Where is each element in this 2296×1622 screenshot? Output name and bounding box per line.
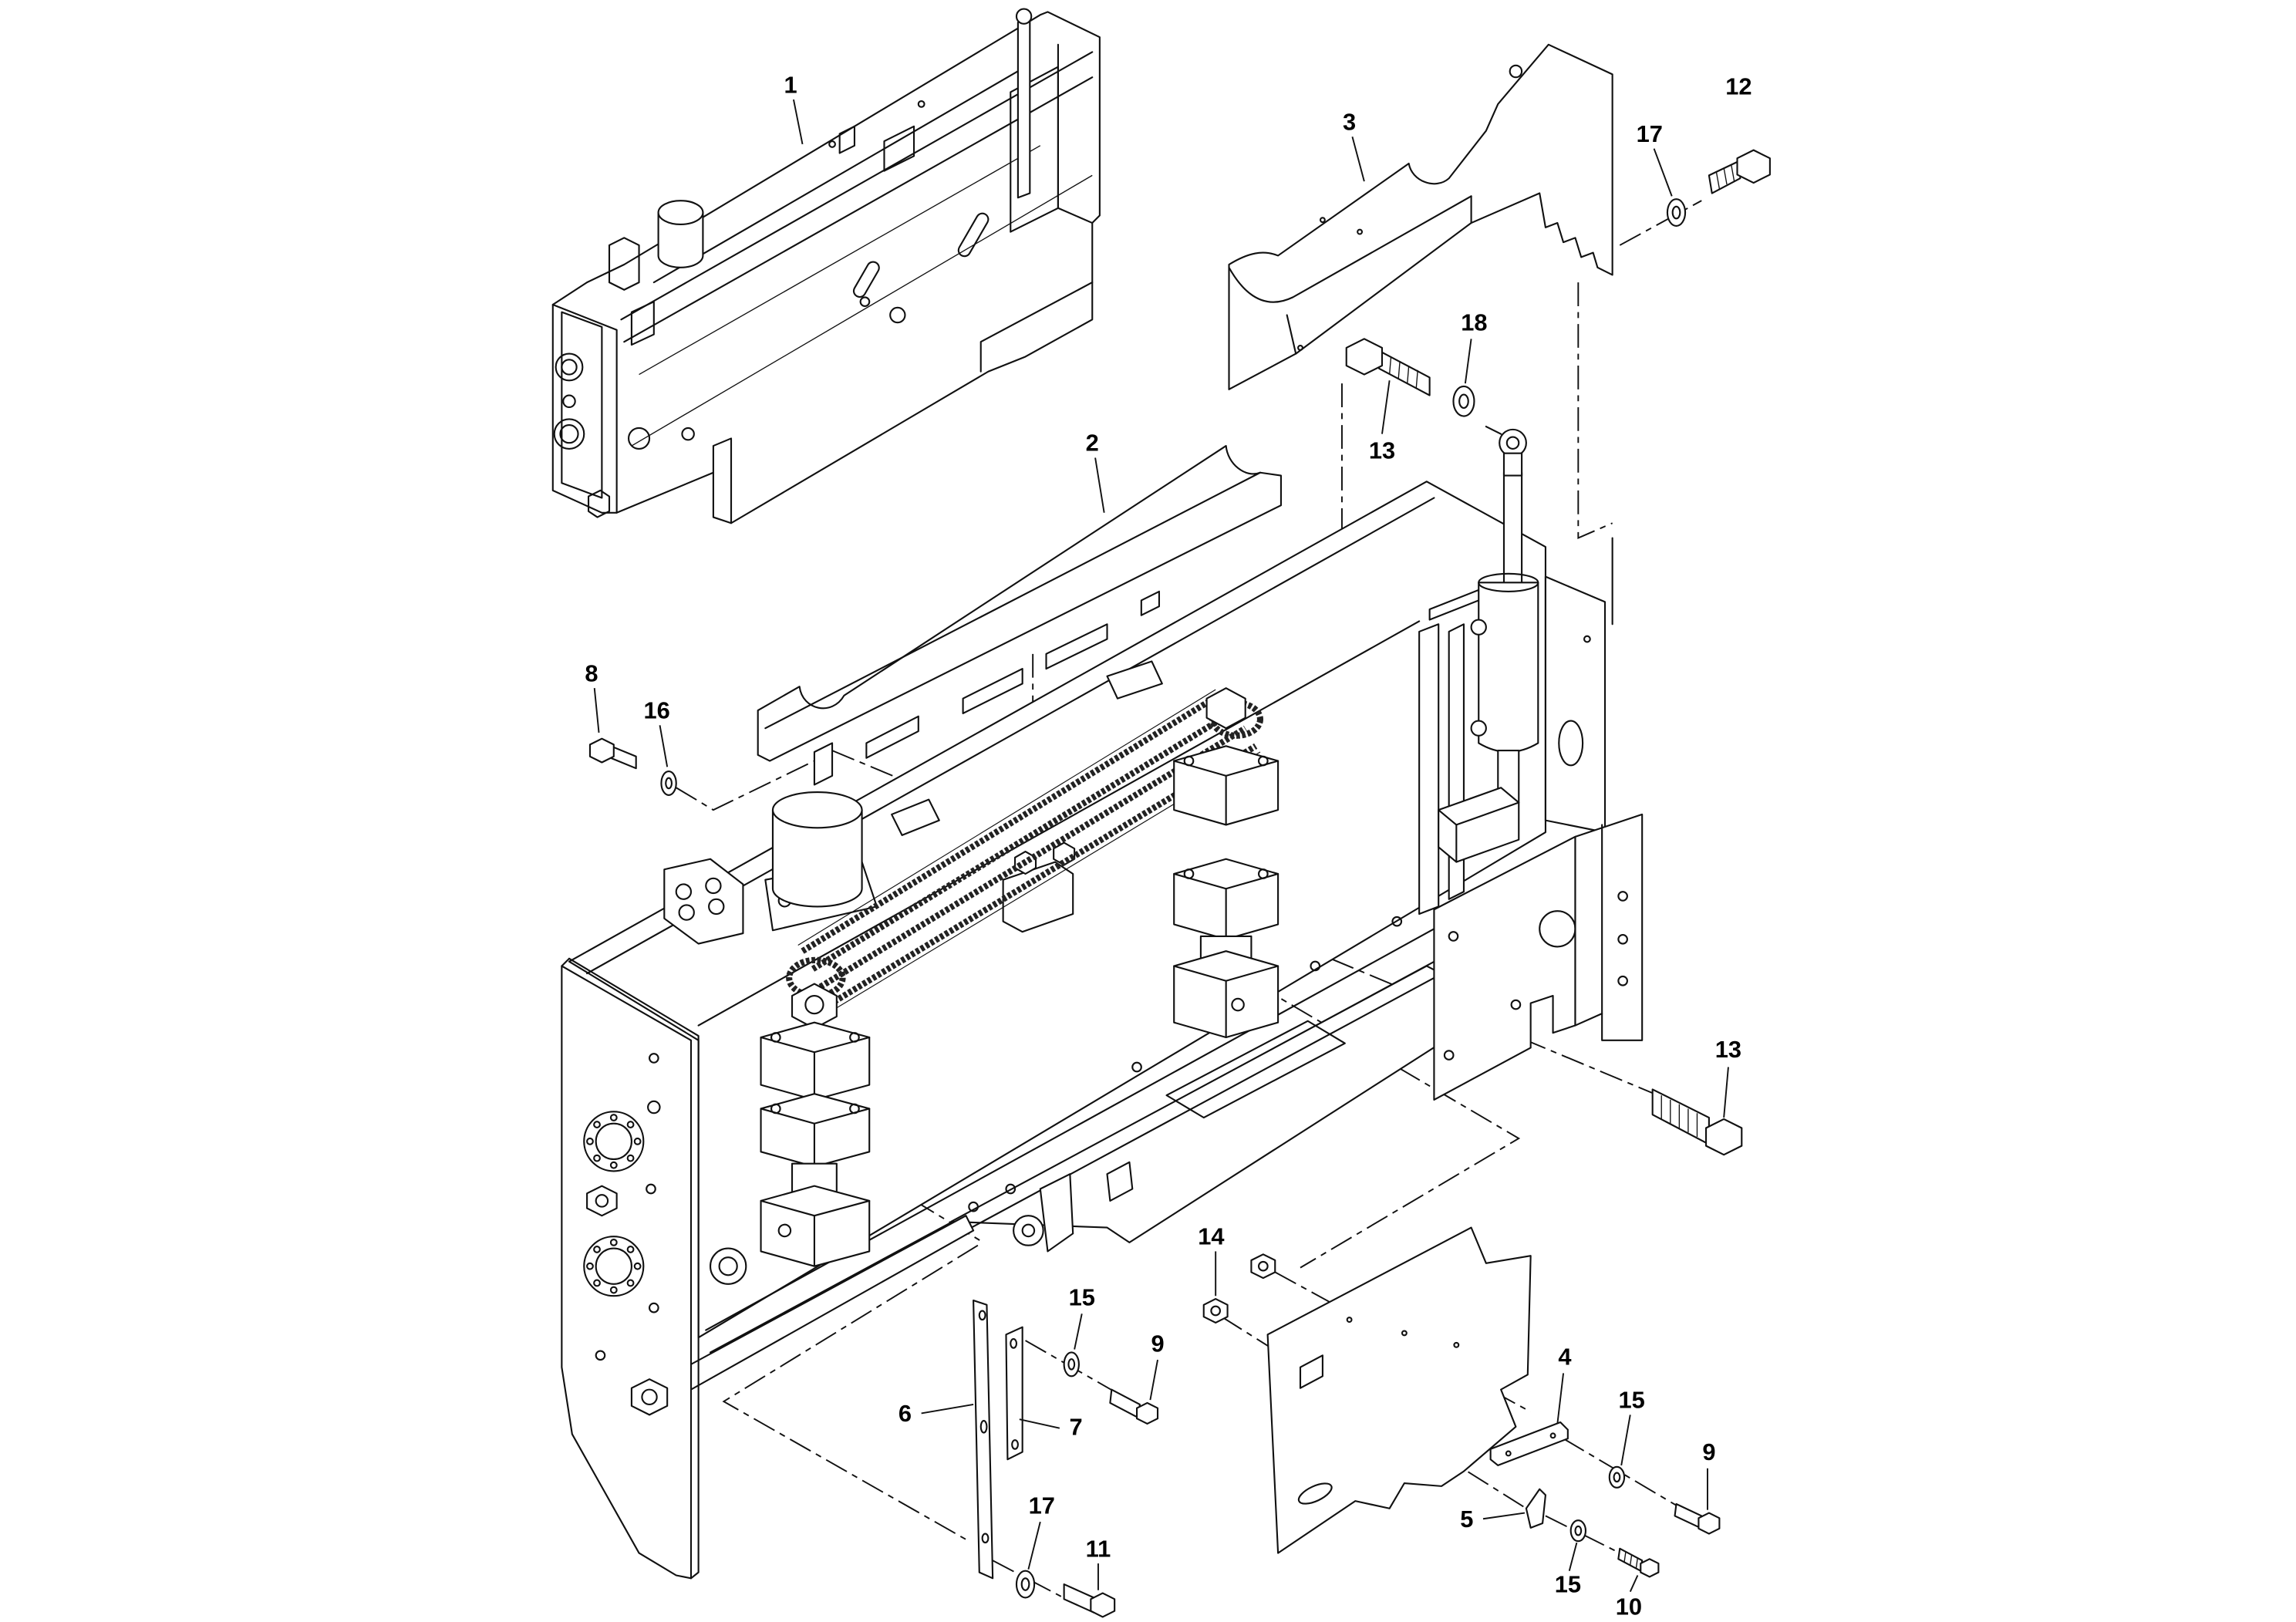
washer-15-right bbox=[1608, 1465, 1626, 1489]
callout-9-left: 9 bbox=[1151, 1330, 1164, 1357]
callout-leaders bbox=[593, 99, 1729, 1593]
left-shaft-stack bbox=[760, 983, 871, 1267]
part-4-strip bbox=[1489, 1421, 1569, 1466]
callout-6: 6 bbox=[899, 1400, 912, 1427]
washer-15-lower bbox=[1569, 1519, 1587, 1543]
washer-16 bbox=[660, 770, 677, 796]
washer-17-upper bbox=[1666, 198, 1687, 227]
callout-13-lower: 13 bbox=[1715, 1036, 1741, 1063]
center-idler-bracket bbox=[1002, 660, 1163, 933]
callout-3: 3 bbox=[1343, 109, 1356, 136]
mounting-plate-cutaway bbox=[1266, 1226, 1532, 1554]
bolt-10 bbox=[1617, 1547, 1660, 1578]
callout-15-right: 15 bbox=[1619, 1387, 1645, 1414]
part-3-cover-plate bbox=[1228, 43, 1613, 390]
callout-13-upper: 13 bbox=[1369, 437, 1395, 464]
part-1-mechanism-assembly bbox=[551, 8, 1101, 524]
left-bearing-bolts-lower bbox=[586, 1238, 642, 1294]
part-2-channel-plate bbox=[757, 445, 1283, 786]
callout-17-lower: 17 bbox=[1029, 1492, 1055, 1519]
callout-4: 4 bbox=[1558, 1344, 1571, 1371]
bolt-12 bbox=[1708, 149, 1771, 194]
part-7-shim-bar bbox=[1005, 1326, 1023, 1461]
callout-14: 14 bbox=[1198, 1223, 1224, 1250]
callout-labels: 1 3 12 17 18 13 2 8 16 13 14 15 9 6 7 17… bbox=[585, 71, 1752, 1620]
callout-12: 12 bbox=[1725, 73, 1752, 99]
drive-motor bbox=[663, 791, 940, 945]
bolt-9-left bbox=[1109, 1388, 1159, 1425]
washer-15-left bbox=[1063, 1351, 1080, 1378]
callout-7: 7 bbox=[1069, 1413, 1082, 1440]
callout-9-right: 9 bbox=[1702, 1438, 1715, 1465]
bolt-13-lower bbox=[1651, 1088, 1743, 1156]
part-5-clip bbox=[1525, 1488, 1546, 1529]
right-shaft-stack bbox=[1173, 687, 1279, 1039]
callout-2: 2 bbox=[1086, 430, 1099, 457]
callout-15-left: 15 bbox=[1069, 1284, 1095, 1311]
bolt-11 bbox=[1063, 1583, 1116, 1618]
bolt-8 bbox=[588, 737, 637, 770]
callout-5: 5 bbox=[1460, 1506, 1473, 1533]
callout-1: 1 bbox=[784, 71, 797, 98]
washer-18 bbox=[1452, 385, 1475, 417]
callout-8: 8 bbox=[585, 659, 598, 686]
callout-11: 11 bbox=[1086, 1535, 1111, 1562]
callout-10: 10 bbox=[1616, 1593, 1642, 1620]
left-bearing-bolts-upper bbox=[586, 1114, 642, 1169]
callout-18: 18 bbox=[1461, 309, 1487, 336]
callout-17-upper: 17 bbox=[1637, 120, 1663, 147]
bolt-9-right bbox=[1674, 1502, 1721, 1535]
callout-15-lower: 15 bbox=[1555, 1571, 1581, 1598]
part-6-bracket-bar bbox=[973, 1299, 994, 1580]
nuts-14 bbox=[1202, 1253, 1276, 1324]
callout-16: 16 bbox=[644, 697, 670, 724]
washer-17-lower bbox=[1015, 1570, 1036, 1599]
bolt-13-upper bbox=[1345, 338, 1431, 396]
